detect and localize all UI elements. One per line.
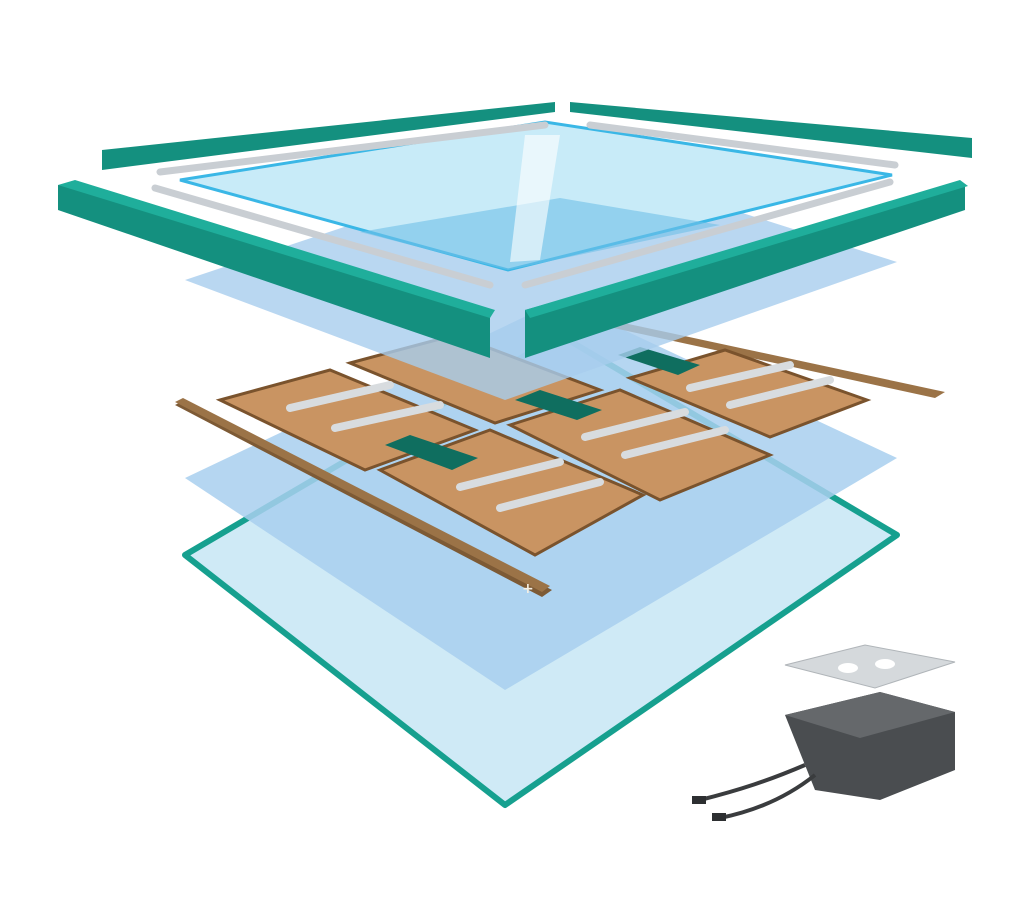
- aluminium-frame: [58, 102, 972, 358]
- cell-ribbons: [286, 361, 834, 512]
- frame-bar-back-right: [570, 102, 972, 158]
- frame-bar-front-right-top: [525, 180, 968, 318]
- busbar-left: +: [175, 398, 552, 597]
- junction-box-gasket: [784, 644, 956, 689]
- frame-bar-back-left: [102, 102, 555, 170]
- busbar-right: [600, 320, 945, 398]
- frame-seals: [151, 121, 899, 289]
- busbar-plus-label: +: [522, 581, 534, 597]
- frame-bar-front-left-top: [58, 180, 495, 318]
- cell-connectors: [385, 347, 700, 470]
- solar-cell: [625, 348, 872, 439]
- junction-box: [692, 692, 955, 821]
- frame-bar-front-right: [525, 185, 965, 358]
- frame-bar-front-left: [58, 185, 490, 358]
